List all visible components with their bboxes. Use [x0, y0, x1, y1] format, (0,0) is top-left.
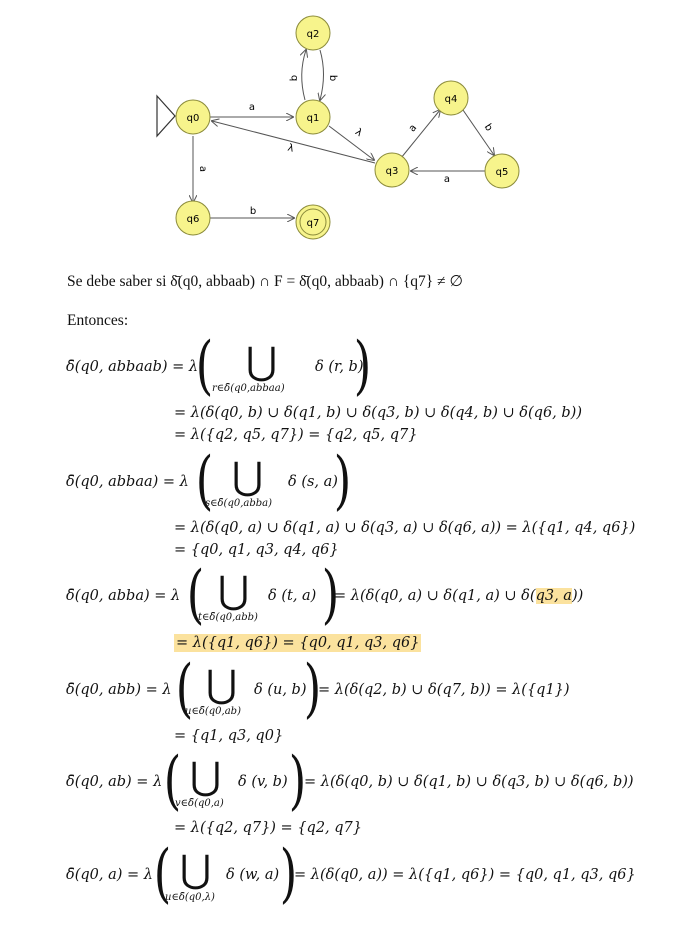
edge-q2-q1	[320, 49, 324, 100]
eq1-left-paren: (	[195, 329, 214, 403]
eq3-lhs: δ̄(q0, abba) = λ	[66, 588, 181, 604]
eq4-union-sub: u∈δ̄(q0,ab)	[185, 706, 241, 717]
edge-label-q4-q5: b	[482, 122, 495, 133]
eq5-left-paren: (	[163, 744, 182, 818]
eq3-rhs-highlight: q3, a	[535, 588, 572, 604]
eq2-union-sub: s∈δ̄(q0,abba)	[205, 498, 273, 509]
eq3-union: ⋃	[218, 568, 250, 612]
eq6-summand: δ (w, a)	[226, 867, 280, 883]
eq1-line2: = λ(δ(q0, b) ∪ δ(q1, b) ∪ δ(q3, b) ∪ δ(q…	[174, 405, 582, 421]
edge-q3-q4	[400, 110, 440, 159]
eq3-line2: = λ({q1, q6}) = {q0, q1, q3, q6}	[174, 634, 422, 652]
edge-q1-q2	[302, 50, 306, 101]
intro-statement: Se debe saber si δ̄(q0, abbaab) ∩ F = δ̄…	[67, 273, 463, 290]
edge-label-q3-q4: a	[407, 123, 419, 135]
entonces-label: Entonces:	[67, 312, 129, 329]
eq3-rhs: = λ(δ(q0, a) ∪ δ(q1, a) ∪ δ(q3, a))	[334, 588, 583, 604]
state-q3: q3	[374, 152, 410, 188]
svg-text:q0: q0	[187, 113, 200, 124]
eq4-right-paren: )	[303, 652, 322, 726]
edge-q1-q3	[328, 125, 374, 160]
svg-text:q6: q6	[187, 214, 200, 225]
eq6-union: ⋃	[180, 847, 212, 891]
eq4-line2: = {q1, q3, q0}	[174, 728, 284, 744]
eq6-union-sub: u∈δ̄(q0,λ)	[165, 892, 215, 903]
eq6-right-paren: )	[279, 837, 298, 911]
state-q5: q5	[484, 153, 520, 189]
eq1-summand: δ (r, b)	[315, 359, 364, 375]
eq1-line3: = λ({q2, q5, q7}) = {q2, q5, q7}	[174, 427, 418, 443]
svg-text:q7: q7	[307, 218, 320, 229]
svg-text:q1: q1	[307, 113, 320, 124]
eq6-lhs: δ̄(q0, a) = λ	[66, 867, 153, 883]
eq3-summand: δ (t, a)	[268, 588, 317, 604]
eq2-right-paren: )	[333, 444, 352, 518]
eq5-line2: = λ({q2, q7}) = {q2, q7}	[174, 820, 362, 836]
eq4-lhs: δ̄(q0, abb) = λ	[66, 682, 172, 698]
edge-q3-q0	[212, 121, 376, 164]
eq2-line3: = {q0, q1, q3, q4, q6}	[174, 542, 339, 558]
eq5-lhs: δ̄(q0, ab) = λ	[66, 774, 163, 790]
edge-label-q6-q7: b	[250, 206, 256, 217]
eq3-left-paren: (	[186, 558, 205, 632]
state-q4: q4	[433, 80, 469, 116]
eq1-union-sub: r∈δ̄(q0,abbaa)	[212, 383, 285, 394]
eq5-summand: δ (v, b)	[238, 774, 288, 790]
edge-label-q1-q2: b	[289, 75, 300, 81]
eq1-union: ⋃	[246, 339, 278, 383]
state-q1: q1	[295, 99, 331, 135]
eq3-rhs-b: ))	[571, 588, 584, 604]
eq2-union: ⋃	[232, 454, 264, 498]
eq2-lhs: δ̄(q0, abbaa) = λ	[66, 474, 189, 490]
eq4-rhs: = λ(δ(q2, b) ∪ δ(q7, b)) = λ({q1})	[318, 682, 570, 698]
svg-text:q2: q2	[307, 29, 320, 40]
eq2-left-paren: (	[195, 444, 214, 518]
eq1-lhs: δ̄(q0, abbaab) = λ	[66, 359, 199, 375]
edge-label-q2-q1: b	[327, 75, 338, 81]
svg-text:q4: q4	[445, 94, 458, 105]
edge-label-q5-q3: a	[444, 174, 450, 185]
edge-label-q3-q0: λ	[286, 143, 295, 155]
eq3-rhs-a: = λ(δ(q0, a) ∪ δ(q1, a) ∪ δ(	[334, 588, 536, 604]
eq3-union-sub: t∈δ̄(q0,abb)	[198, 612, 258, 623]
initial-state-marker	[156, 94, 176, 138]
eq6-left-paren: (	[153, 837, 172, 911]
state-q0: q0	[175, 99, 211, 135]
state-q6: q6	[175, 200, 211, 236]
svg-text:q5: q5	[496, 167, 509, 178]
eq4-left-paren: (	[175, 652, 194, 726]
edge-label-q0-q6: a	[197, 166, 208, 172]
svg-text:q3: q3	[386, 166, 399, 177]
eq4-union: ⋃	[206, 662, 238, 706]
eq6-rhs: = λ(δ(q0, a)) = λ({q1, q6}) = {q0, q1, q…	[294, 867, 636, 883]
eq5-right-paren: )	[288, 744, 307, 818]
eq2-summand: δ (s, a)	[288, 474, 338, 490]
eq5-rhs: = λ(δ(q0, b) ∪ δ(q1, b) ∪ δ(q3, b) ∪ δ(q…	[304, 774, 634, 790]
state-q2: q2	[295, 15, 331, 51]
eq1-right-paren: )	[353, 329, 372, 403]
eq3-right-paren: )	[321, 558, 340, 632]
eq4-summand: δ (u, b)	[254, 682, 307, 698]
eq2-line2: = λ(δ(q0, a) ∪ δ(q1, a) ∪ δ(q3, a) ∪ δ(q…	[174, 520, 636, 536]
state-q7: q7	[295, 204, 331, 240]
eq5-union: ⋃	[190, 754, 222, 798]
eq5-union-sub: v∈δ̄(q0,a)	[175, 798, 224, 809]
edge-q4-q5	[462, 109, 494, 155]
edge-label-q0-q1: a	[249, 102, 255, 113]
automaton-diagram: a b b λ λ a b a a b q0 q1 q2 q3 q4 q5 q6…	[156, 15, 520, 240]
edge-label-q1-q3: λ	[353, 127, 364, 139]
